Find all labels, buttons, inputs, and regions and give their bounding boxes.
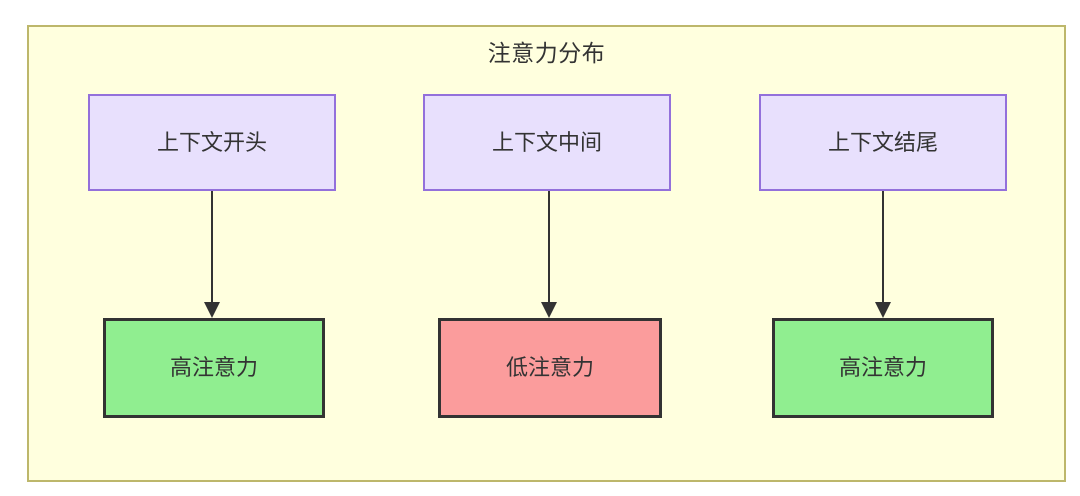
node-low-attention-middle[interactable]: 低注意力 (438, 318, 662, 418)
node-context-start[interactable]: 上下文开头 (88, 94, 336, 191)
node-high-attention-end[interactable]: 高注意力 (772, 318, 994, 418)
diagram-title: 注意力分布 (487, 40, 606, 66)
node-high-attention-start[interactable]: 高注意力 (103, 318, 325, 418)
node-context-end[interactable]: 上下文结尾 (759, 94, 1007, 191)
node-context-middle[interactable]: 上下文中间 (423, 94, 671, 191)
